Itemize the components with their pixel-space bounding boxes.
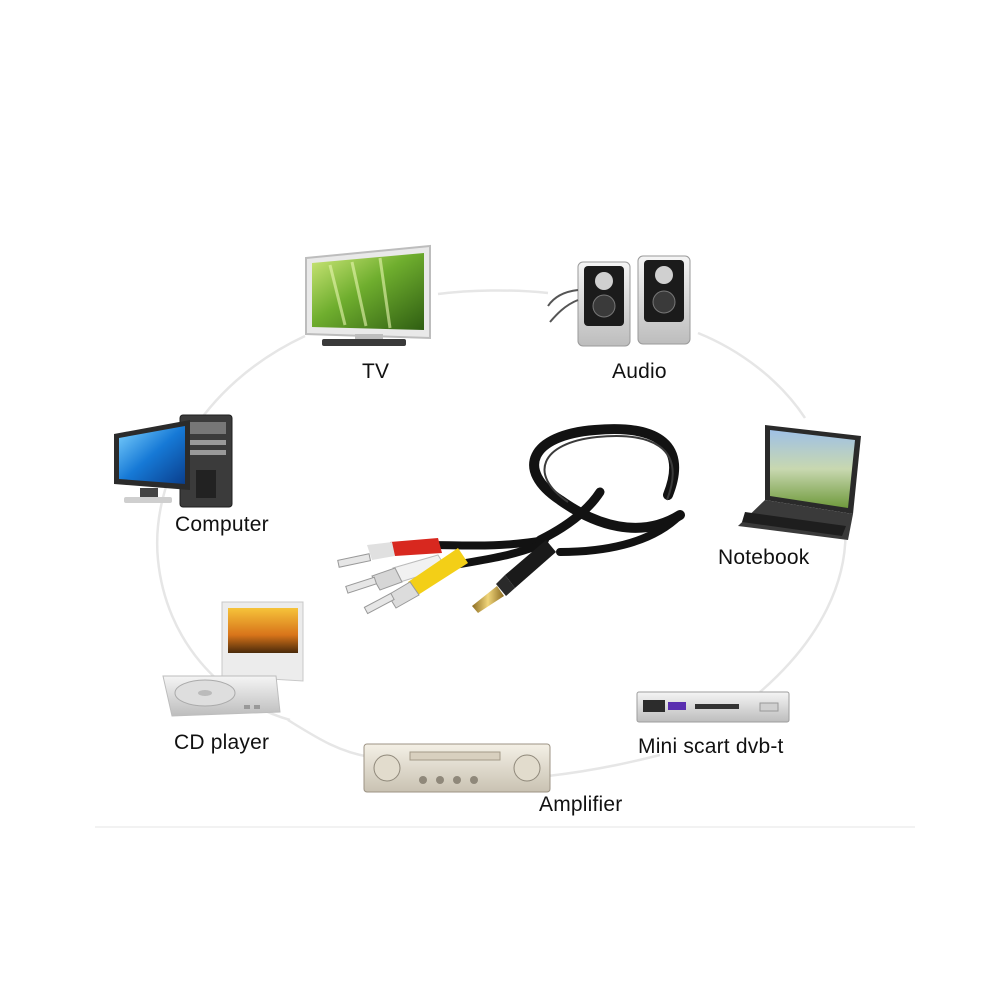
audio-label: Audio	[612, 360, 667, 383]
floor-shadow	[95, 826, 915, 828]
notebook-label: Notebook	[718, 546, 810, 569]
cd-player-label: CD player	[174, 731, 270, 754]
amplifier-device-icon	[363, 743, 551, 793]
computer-label: Computer	[175, 513, 269, 536]
notebook-device-icon	[738, 425, 861, 540]
rca-white-plug-icon	[345, 554, 447, 594]
tv-device-icon	[305, 244, 431, 346]
cd-player-device-icon	[162, 601, 304, 717]
rca-red-plug-icon	[337, 538, 442, 568]
amplifier-label: Amplifier	[539, 793, 623, 816]
computer-device-icon	[114, 414, 233, 508]
tv-label: TV	[362, 360, 390, 383]
dvb-t-receiver-icon	[636, 691, 790, 723]
mini-scart-label: Mini scart dvb-t	[638, 735, 784, 758]
av-cable-icon	[337, 424, 685, 615]
mini-jack-plug-icon	[472, 540, 556, 613]
audio-speakers-icon	[547, 255, 691, 347]
rca-yellow-plug-icon	[363, 548, 468, 615]
